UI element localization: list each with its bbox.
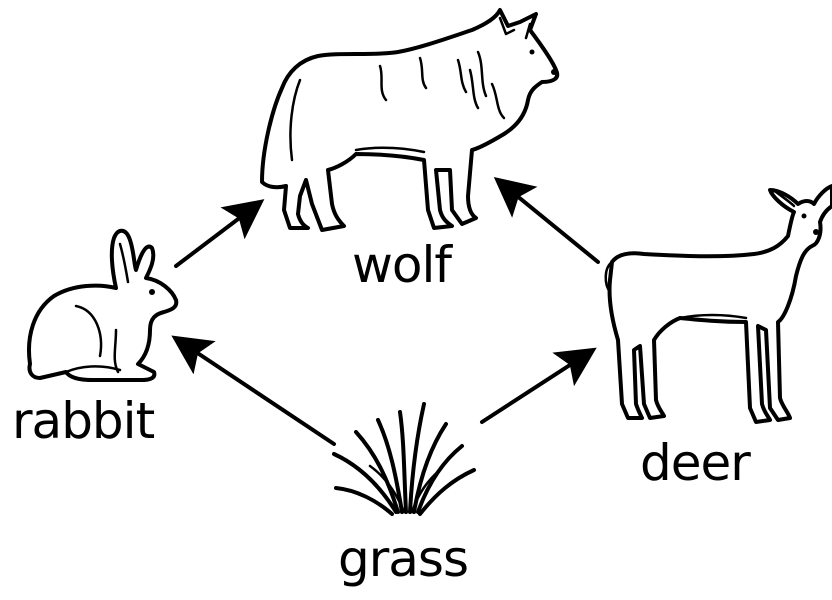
edge-rabbit-to-wolf	[176, 204, 258, 266]
label-deer: deer	[640, 438, 750, 488]
edge-grass-to-rabbit	[178, 340, 334, 444]
label-grass: grass	[338, 534, 468, 584]
edge-grass-to-deer	[482, 352, 590, 422]
rabbit-icon	[29, 231, 176, 380]
deer-icon	[606, 186, 832, 422]
grass-icon	[334, 404, 474, 514]
label-rabbit: rabbit	[12, 396, 154, 446]
label-wolf: wolf	[352, 240, 451, 290]
edge-deer-to-wolf	[500, 182, 598, 262]
wolf-icon	[262, 10, 557, 230]
